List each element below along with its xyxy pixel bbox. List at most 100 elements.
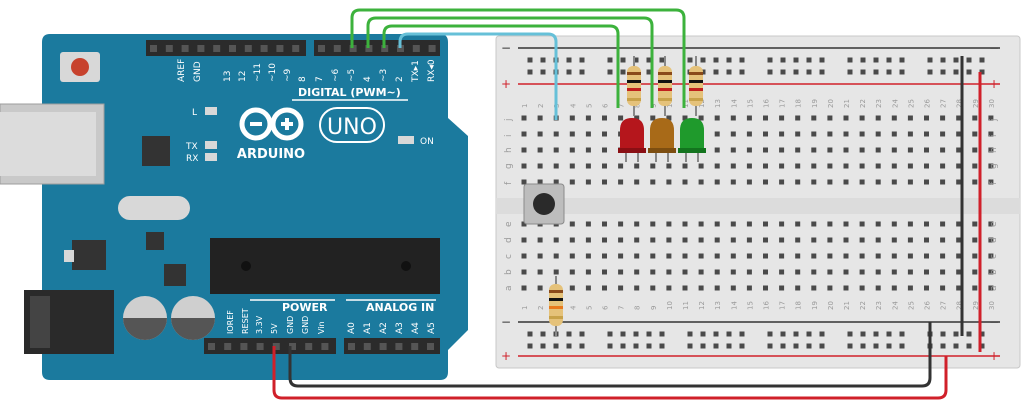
rail-hole bbox=[687, 343, 693, 349]
breadboard-hole bbox=[682, 163, 688, 169]
column-number-bottom: 17 bbox=[779, 301, 787, 310]
breadboard-hole bbox=[763, 285, 768, 291]
breadboard-hole bbox=[698, 221, 704, 227]
rail-hole bbox=[540, 331, 546, 337]
breadboard-hole bbox=[537, 163, 543, 169]
breadboard-hole bbox=[730, 147, 736, 153]
breadboard-hole bbox=[763, 221, 768, 227]
row-letter: h bbox=[504, 147, 514, 153]
breadboard-hole bbox=[779, 147, 785, 153]
rail-hole bbox=[566, 57, 572, 63]
resistor-green bbox=[689, 56, 703, 116]
breadboard-hole bbox=[682, 253, 688, 259]
row-letter: f bbox=[504, 181, 514, 185]
row-letter: c bbox=[504, 254, 514, 259]
breadboard-hole bbox=[859, 131, 865, 137]
column-number-top: 7 bbox=[618, 104, 626, 108]
breadboard-hole bbox=[811, 115, 817, 121]
rail-hole bbox=[793, 343, 799, 349]
breadboard-hole bbox=[972, 115, 978, 121]
digital-pin-label: ~11 bbox=[253, 63, 263, 82]
column-number-bottom: 8 bbox=[634, 306, 642, 310]
column-number-bottom: 1 bbox=[521, 306, 529, 310]
breadboard-hole bbox=[859, 115, 865, 121]
column-number-top: 20 bbox=[827, 99, 835, 108]
column-number-bottom: 23 bbox=[875, 301, 883, 310]
breadboard-hole bbox=[795, 285, 801, 291]
rail-hole bbox=[739, 69, 745, 75]
uno-badge bbox=[319, 107, 385, 143]
column-number-bottom: 29 bbox=[972, 301, 980, 310]
breadboard-hole bbox=[827, 163, 833, 169]
rail-hole bbox=[540, 343, 546, 349]
rail-hole bbox=[553, 343, 559, 349]
breadboard-hole bbox=[537, 131, 543, 137]
rail-hole bbox=[607, 57, 613, 63]
row-letter: i bbox=[989, 134, 999, 137]
breadboard-hole bbox=[956, 131, 962, 137]
breadboard-hole bbox=[602, 285, 607, 291]
rail-hole bbox=[700, 57, 706, 63]
header-hole bbox=[321, 343, 329, 350]
onboard-on-led bbox=[398, 136, 414, 144]
column-number-bottom: 9 bbox=[650, 306, 658, 310]
breadboard-hole bbox=[891, 269, 897, 275]
breadboard-hole bbox=[924, 163, 929, 169]
digital-pin-label: ~9 bbox=[283, 68, 293, 82]
digital-header-right bbox=[314, 40, 440, 56]
breadboard-hole bbox=[537, 115, 543, 121]
breadboard-hole bbox=[746, 147, 752, 153]
breadboard-hole bbox=[521, 163, 527, 169]
rail-hole bbox=[726, 57, 732, 63]
header-hole bbox=[379, 343, 387, 350]
power-pin-label: GND bbox=[286, 316, 295, 334]
header-hole bbox=[256, 343, 264, 350]
breadboard-hole bbox=[698, 285, 704, 291]
breadboard-hole bbox=[763, 237, 768, 243]
crystal bbox=[118, 196, 190, 220]
breadboard-hole bbox=[907, 253, 913, 259]
breadboard-hole bbox=[553, 179, 559, 185]
breadboard-hole bbox=[924, 115, 929, 121]
header-hole bbox=[244, 45, 252, 52]
breadboard-hole bbox=[585, 179, 591, 185]
breadboard-hole bbox=[714, 163, 720, 169]
rail-hole bbox=[979, 343, 985, 349]
breadboard-hole bbox=[730, 237, 736, 243]
breadboard-hole bbox=[746, 131, 752, 137]
analog-pin-label: A5 bbox=[427, 322, 437, 334]
digital-pin-label: RX◂0 bbox=[427, 59, 437, 82]
breadboard-hole bbox=[956, 179, 962, 185]
breadboard-hole bbox=[875, 163, 881, 169]
rail-hole bbox=[659, 343, 665, 349]
breadboard-hole bbox=[602, 131, 607, 137]
header-hole bbox=[365, 45, 373, 52]
rail-hole bbox=[899, 331, 905, 337]
rail-hole bbox=[633, 57, 639, 63]
column-number-top: 25 bbox=[907, 99, 915, 108]
breadboard-hole bbox=[634, 269, 640, 275]
breadboard-hole bbox=[569, 221, 575, 227]
rail-hole bbox=[566, 331, 572, 337]
rail-hole bbox=[886, 57, 892, 63]
column-number-top: 19 bbox=[811, 99, 819, 108]
row-letter: c bbox=[989, 254, 999, 259]
push-button[interactable] bbox=[523, 183, 565, 225]
breadboard-hole bbox=[827, 131, 833, 137]
breadboard-hole bbox=[763, 253, 768, 259]
breadboard-hole bbox=[618, 237, 624, 243]
rail-hole bbox=[953, 331, 959, 337]
rail-hole bbox=[966, 343, 972, 349]
arduino-board: UNO ARDUINO ON L TX RX DIGITAL (PWM~) PO… bbox=[0, 34, 468, 380]
rail-hole bbox=[540, 57, 546, 63]
rail-hole bbox=[940, 331, 946, 337]
rail-hole bbox=[873, 57, 879, 63]
header-hole bbox=[305, 343, 313, 350]
breadboard-hole bbox=[907, 115, 913, 121]
breadboard-hole bbox=[650, 221, 656, 227]
rail-hole bbox=[966, 57, 972, 63]
rail-hole bbox=[886, 331, 892, 337]
resistor-red bbox=[627, 56, 641, 116]
breadboard-hole bbox=[666, 237, 672, 243]
rail-hole bbox=[700, 343, 706, 349]
